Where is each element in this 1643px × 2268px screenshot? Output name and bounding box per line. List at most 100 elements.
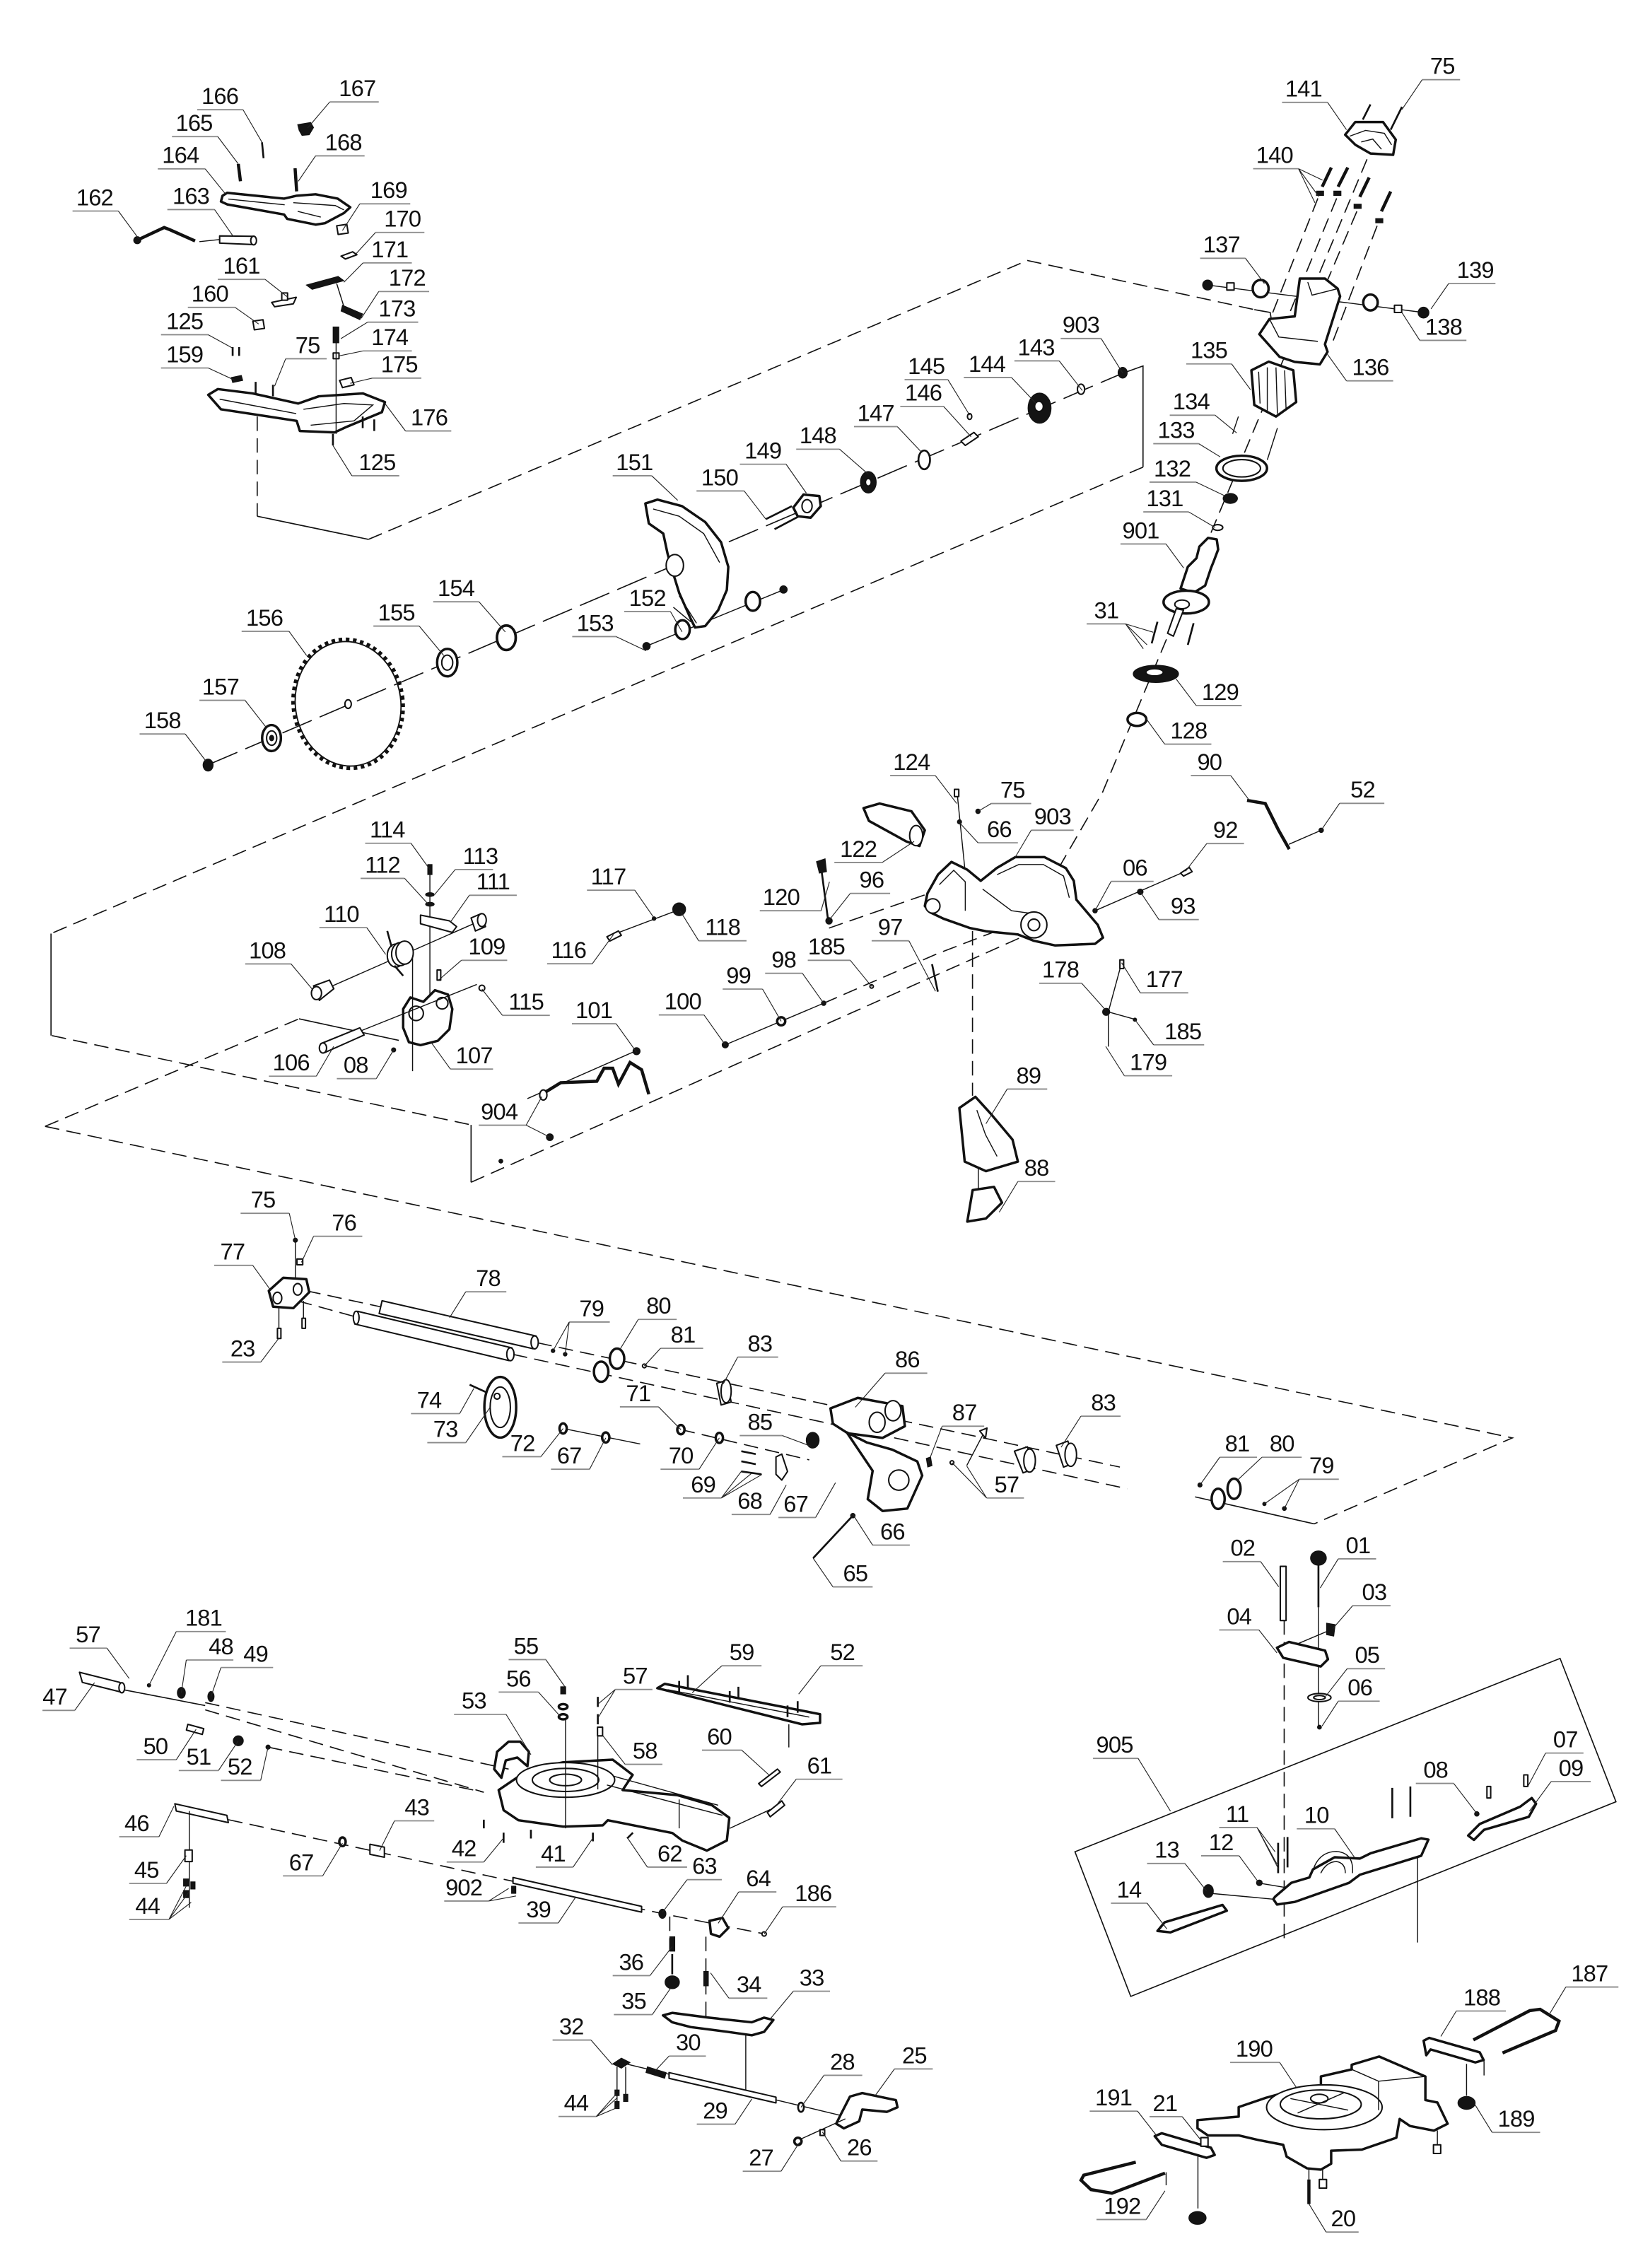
part-number-label: 143 xyxy=(1017,334,1054,360)
callout-157: 157 xyxy=(199,673,267,728)
part-number-label: 139 xyxy=(1457,257,1494,283)
callout-75: 75 xyxy=(274,332,327,387)
part-number-label: 23 xyxy=(230,1335,255,1361)
callout-07: 07 xyxy=(1527,1726,1584,1787)
guide-line xyxy=(1122,365,1144,467)
leader-line xyxy=(616,636,647,652)
screw xyxy=(236,163,298,192)
leader-line xyxy=(1125,623,1154,649)
part-number-label: 44 xyxy=(135,1893,160,1919)
guide-line xyxy=(619,2035,841,2116)
leader-line xyxy=(815,1482,836,1518)
part-number-label: 151 xyxy=(616,449,653,475)
callout-65: 65 xyxy=(812,1557,873,1588)
part-number-label: 113 xyxy=(463,843,498,869)
part-number-label: 01 xyxy=(1346,1532,1371,1558)
part-number-label: 75 xyxy=(1430,53,1455,79)
part-number-label: 04 xyxy=(1227,1603,1251,1629)
guide-line xyxy=(956,789,966,867)
leveling-foot xyxy=(1188,2211,1207,2225)
leader-line xyxy=(1258,1630,1277,1654)
washer xyxy=(957,819,962,825)
leader-line xyxy=(552,1321,570,1355)
bushing-end xyxy=(310,986,322,1000)
part-number-label: 35 xyxy=(621,1987,646,2013)
nut xyxy=(1137,888,1144,896)
outer-flange-hub xyxy=(269,735,274,742)
leader-line xyxy=(545,1659,566,1688)
part-number-label: 57 xyxy=(76,1621,100,1647)
spring xyxy=(332,326,339,344)
callout-63: 63 xyxy=(662,1853,722,1913)
callout-164: 164 xyxy=(158,142,226,195)
callout-148: 148 xyxy=(796,422,869,475)
nut xyxy=(296,1258,304,1266)
part-number-label: 67 xyxy=(557,1442,582,1468)
blade-assembly xyxy=(202,624,518,772)
part-number-label: 46 xyxy=(124,1810,149,1836)
callout-45: 45 xyxy=(129,1855,187,1884)
hand-wheel-hub xyxy=(493,1392,501,1401)
nut xyxy=(1316,1724,1322,1730)
callout-13: 13 xyxy=(1147,1837,1208,1892)
part-number-label: 56 xyxy=(506,1665,531,1691)
callout-132: 132 xyxy=(1149,455,1226,497)
pin xyxy=(276,1327,282,1340)
callout-20: 20 xyxy=(1308,2203,1359,2233)
callout-160: 160 xyxy=(187,281,259,325)
callout-131: 131 xyxy=(1143,485,1216,528)
part-number-label: 902 xyxy=(445,1874,482,1900)
callout-69: 69 xyxy=(682,1471,763,1499)
leader-line xyxy=(483,1837,504,1863)
pin xyxy=(1119,959,1125,969)
part-number-label: 170 xyxy=(384,206,421,232)
callout-52: 52 xyxy=(1321,776,1385,831)
screw xyxy=(626,1832,634,1840)
part-number-label: 129 xyxy=(1202,679,1239,705)
callout-83: 83 xyxy=(723,1330,778,1384)
leader-line xyxy=(1060,1415,1082,1448)
callout-167: 167 xyxy=(307,75,379,129)
leader-line xyxy=(419,626,445,656)
screw xyxy=(231,347,240,356)
leader-line xyxy=(649,1946,673,1976)
guide-line xyxy=(729,1724,790,1829)
part-number-label: 13 xyxy=(1154,1837,1179,1863)
support-bracket xyxy=(1422,2036,1485,2064)
knob-icon xyxy=(297,122,315,136)
callout-106: 106 xyxy=(269,1046,334,1077)
pin xyxy=(925,1456,932,1468)
part-number-label: 152 xyxy=(629,585,666,611)
part-number-label: 67 xyxy=(783,1490,808,1516)
rail-plate xyxy=(592,1360,610,1384)
washer-bore xyxy=(1313,1695,1326,1701)
callout-168: 168 xyxy=(298,129,365,182)
part-number-label: 141 xyxy=(1285,76,1322,102)
stand-assembly xyxy=(1079,2007,1561,2225)
leader-line xyxy=(322,1842,343,1876)
guide-line xyxy=(1292,1607,1330,1728)
key xyxy=(966,413,973,421)
part-number-label: 149 xyxy=(744,437,781,463)
part-number-label: 07 xyxy=(1553,1726,1578,1753)
leader-line xyxy=(488,1888,517,1902)
lock-knob xyxy=(805,1432,820,1449)
part-number-label: 160 xyxy=(192,281,228,307)
part-number-label: 117 xyxy=(591,863,626,889)
leader-line xyxy=(1321,803,1340,831)
part-number-label: 74 xyxy=(417,1386,442,1413)
callout-04: 04 xyxy=(1219,1603,1277,1654)
spring xyxy=(669,1936,676,1952)
part-number-label: 100 xyxy=(665,988,701,1014)
part-number-label: 42 xyxy=(452,1835,476,1861)
tube xyxy=(78,1671,124,1694)
part-number-label: 108 xyxy=(249,937,286,963)
bevel-support xyxy=(493,1740,530,1779)
part-number-label: 132 xyxy=(1154,455,1191,481)
part-number-label: 190 xyxy=(1236,2035,1273,2062)
callout-129: 129 xyxy=(1176,679,1242,706)
leader-line xyxy=(260,1747,269,1781)
leader-line xyxy=(242,109,263,143)
leader-line xyxy=(1401,79,1423,110)
clip xyxy=(230,375,244,383)
